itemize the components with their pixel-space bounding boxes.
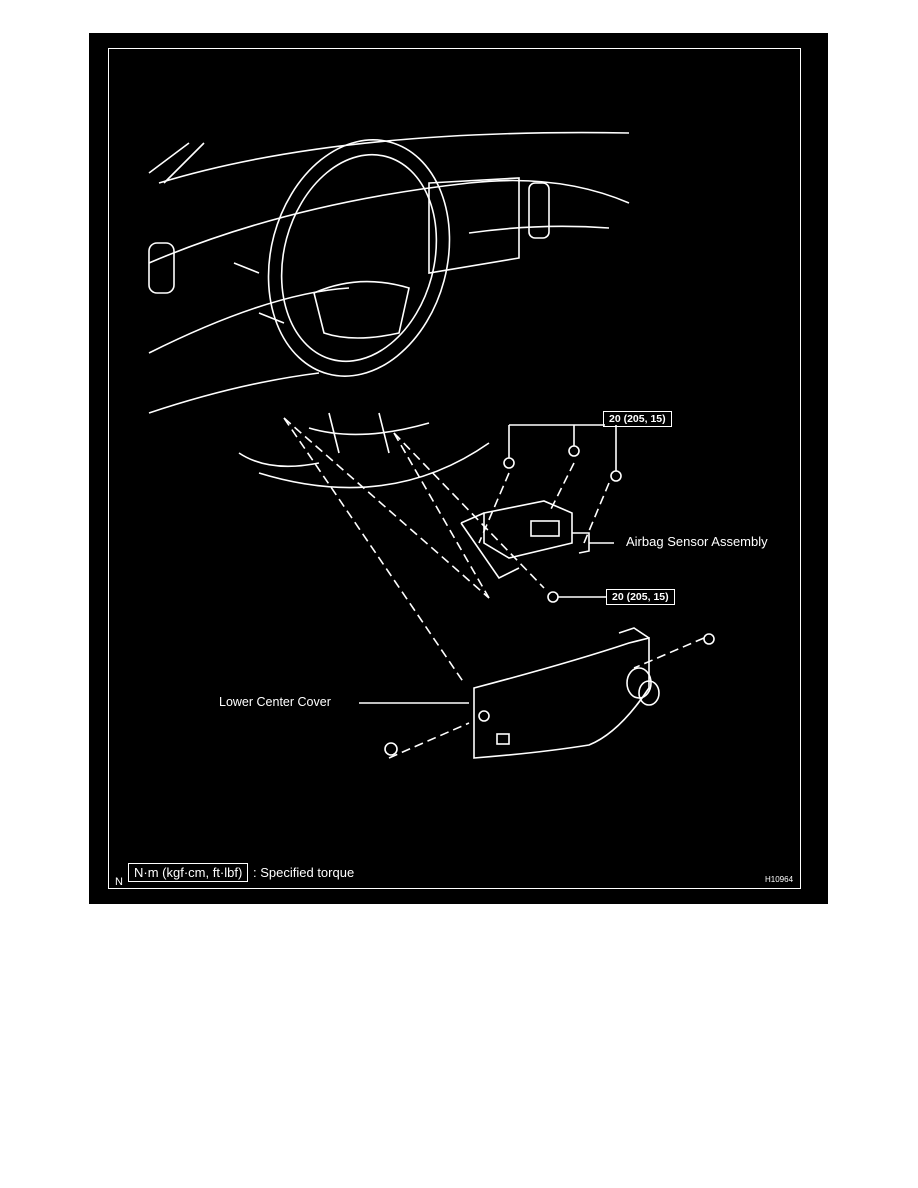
lower-center-cover-drawing [359, 627, 715, 759]
legend-description: : Specified torque [253, 865, 355, 880]
legend-unit-box: N·m (kgf·cm, ft·lbf) [128, 863, 249, 882]
torque-label-bottom: 20 (205, 15) [606, 589, 675, 605]
figure-id: H10964 [765, 875, 794, 884]
line-art [148, 131, 715, 759]
torque-label-top: 20 (205, 15) [603, 411, 672, 427]
dashboard-drawing [148, 131, 630, 489]
diagram-panel: 20 (205, 15) Airbag Sensor Assembly 20 (… [89, 33, 828, 904]
diagram-frame [108, 48, 801, 889]
airbag-sensor-drawing [460, 424, 622, 603]
steering-wheel-drawing [233, 139, 451, 454]
airbag-sensor-label: Airbag Sensor Assembly [626, 534, 768, 549]
legend-marker: N [115, 876, 123, 888]
dashed-guides [283, 417, 705, 759]
lower-center-cover-label: Lower Center Cover [219, 695, 331, 709]
